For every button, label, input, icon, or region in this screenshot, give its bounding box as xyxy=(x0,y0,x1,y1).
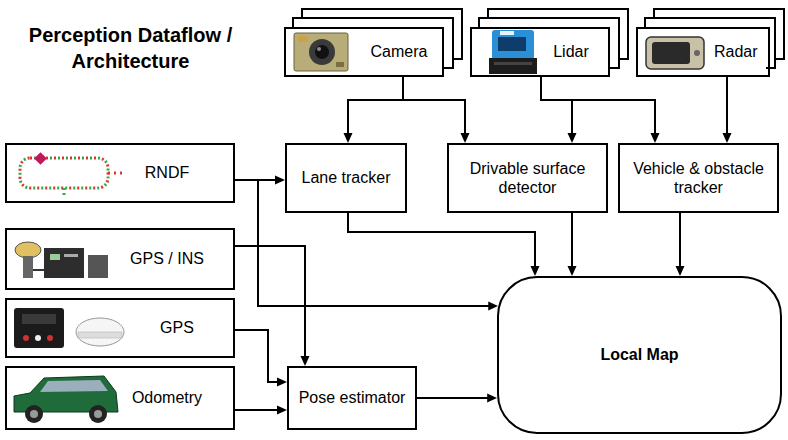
camera-icon xyxy=(294,33,348,71)
node-label: Local Map xyxy=(600,345,678,364)
node-label: Vehicle & obstacle tracker xyxy=(626,159,771,197)
node-label: Lidar xyxy=(553,42,589,61)
connector-arrow xyxy=(348,213,535,272)
process-box: Lane tracker xyxy=(285,143,407,213)
node-label: Camera xyxy=(371,42,428,61)
map-region: Local Map xyxy=(497,276,782,434)
input-box: GPS xyxy=(5,298,235,358)
node-label: Drivable surface detector xyxy=(455,159,600,197)
sensor-box: Lidar xyxy=(470,27,610,77)
connector-arrow xyxy=(235,409,283,411)
connector-arrow xyxy=(235,180,494,306)
connector-arrow xyxy=(403,77,465,139)
connector-arrow xyxy=(235,330,283,382)
diagram-title: Perception Dataflow / Architecture xyxy=(8,22,253,74)
node-label: Lane tracker xyxy=(302,168,391,187)
sensor-stack xyxy=(284,9,784,77)
gps-icon xyxy=(14,308,124,348)
lidar-icon xyxy=(489,30,537,74)
connector-arrow xyxy=(417,397,493,399)
node-label: GPS / INS xyxy=(130,249,204,268)
gps-ins-icon xyxy=(15,242,108,278)
connector-arrow xyxy=(679,213,681,272)
process-box: Pose estimator xyxy=(287,366,417,430)
node-label: Radar xyxy=(714,42,758,61)
sensor-box: Camera xyxy=(284,27,444,77)
connector-arrow xyxy=(348,77,403,139)
radar-icon xyxy=(646,37,704,69)
stack-face xyxy=(284,27,444,77)
input-box: Odometry xyxy=(5,366,235,430)
process-box: Vehicle & obstacle tracker xyxy=(618,143,779,213)
input-box: RNDF xyxy=(5,143,235,203)
stack-face xyxy=(636,27,766,77)
input-box: GPS / INS xyxy=(5,228,235,290)
connector-arrow xyxy=(726,77,728,139)
stack-face xyxy=(470,27,610,77)
node-label: GPS xyxy=(160,318,194,337)
connector-arrow xyxy=(541,77,655,139)
connector-arrow xyxy=(235,246,305,362)
sensor-box: Radar xyxy=(636,27,770,77)
vehicle-icon xyxy=(14,376,118,423)
route-network-icon xyxy=(20,152,122,197)
node-label: RNDF xyxy=(145,163,189,182)
process-box: Drivable surface detector xyxy=(447,143,608,213)
connector-arrow xyxy=(541,77,572,139)
connector-arrow xyxy=(571,213,573,272)
node-label: Odometry xyxy=(132,388,202,407)
node-label: Pose estimator xyxy=(299,388,406,407)
